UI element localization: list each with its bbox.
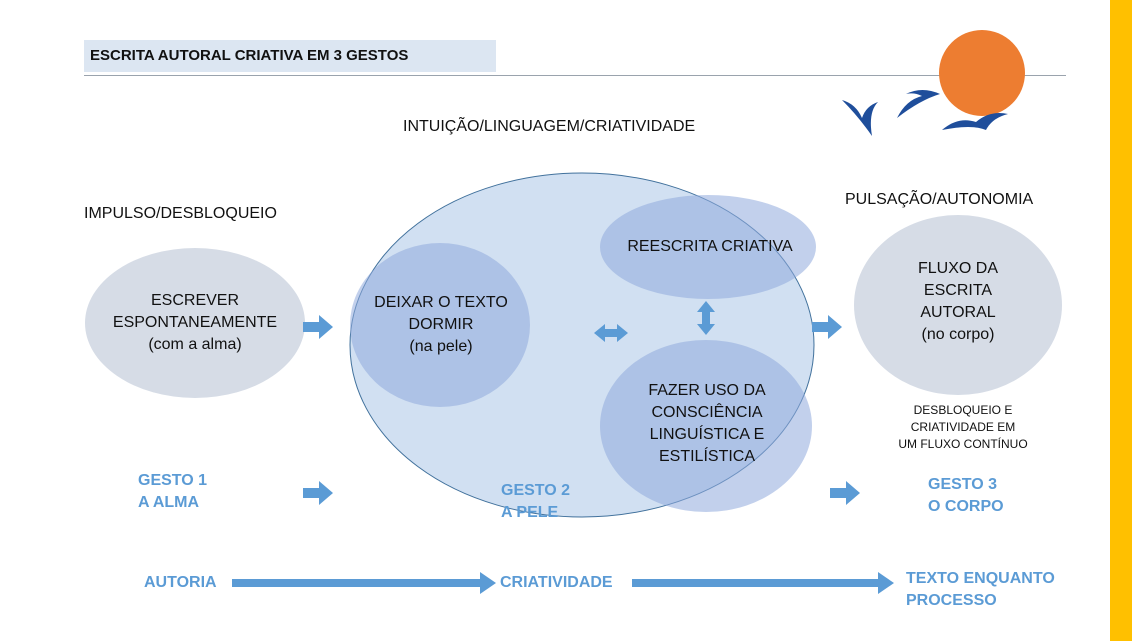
fazer-line: CONSCIÊNCIA xyxy=(651,404,763,421)
deixar-line: (na pele) xyxy=(409,338,473,355)
fluxo-text: FLUXO DA ESCRITA AUTORAL (no corpo) xyxy=(880,258,1036,346)
arrow-right-icon xyxy=(830,481,860,505)
gesto-line: A PELE xyxy=(501,504,559,521)
bird-icon xyxy=(897,90,940,118)
fluxo-line: (no corpo) xyxy=(921,326,995,343)
gesto-line: GESTO 2 xyxy=(501,482,571,499)
escrever-text: ESCREVER ESPONTANEAMENTE (com a alma) xyxy=(95,290,295,356)
escrever-circle xyxy=(85,248,305,398)
vertical-double-arrow-icon xyxy=(697,301,715,335)
deixar-text: DEIXAR O TEXTO DORMIR (na pele) xyxy=(356,292,526,358)
fazer-line: ESTILÍSTICA xyxy=(658,448,756,465)
fluxo-line: ESCRITA xyxy=(923,282,993,299)
gesto-2-label: GESTO 2 A PELE xyxy=(501,480,570,524)
label-impulso: IMPULSO/DESBLOQUEIO xyxy=(84,205,277,222)
bird-icon xyxy=(942,113,1008,130)
gesto-line: O CORPO xyxy=(928,498,1004,515)
escrever-line: (com a alma) xyxy=(148,336,242,353)
note-line: UM FLUXO CONTÍNUO xyxy=(898,437,1028,451)
arrow-right-icon xyxy=(812,315,842,339)
title-divider xyxy=(84,75,1066,76)
label-intuicao: INTUIÇÃO/LINGUAGEM/CRIATIVIDADE xyxy=(403,118,696,135)
bottom-texto: TEXTO ENQUANTO PROCESSO xyxy=(906,568,1055,612)
deixar-circle xyxy=(350,243,530,407)
escrever-line: ESCREVER xyxy=(150,292,240,309)
gesto-1-label: GESTO 1 A ALMA xyxy=(138,470,207,514)
gesto-3-label: GESTO 3 O CORPO xyxy=(928,474,1004,518)
bottom-texto-line: TEXTO ENQUANTO xyxy=(906,570,1055,587)
fluxo-note: DESBLOQUEIO E CRIATIVIDADE EM UM FLUXO C… xyxy=(888,402,1038,453)
gesto-line: A ALMA xyxy=(138,494,200,511)
fluxo-line: AUTORAL xyxy=(920,304,996,321)
gesto-line: GESTO 1 xyxy=(138,472,208,489)
arrow-right-icon xyxy=(303,481,333,505)
deixar-line: DORMIR xyxy=(408,316,474,333)
long-arrow-icon xyxy=(232,572,496,594)
label-pulsacao: PULSAÇÃO/AUTONOMIA xyxy=(845,191,1034,208)
fazer-text: FAZER USO DA CONSCIÊNCIA LINGUÍSTICA E E… xyxy=(612,380,802,468)
bottom-texto-line: PROCESSO xyxy=(906,592,997,609)
note-line: CRIATIVIDADE EM xyxy=(910,420,1016,434)
fazer-circle xyxy=(600,340,812,512)
fluxo-line: FLUXO DA xyxy=(917,260,998,277)
fluxo-circle xyxy=(854,215,1062,395)
fazer-line: FAZER USO DA xyxy=(648,382,766,399)
reescrita-text: REESCRITA CRIATIVA xyxy=(627,238,793,255)
deixar-line: DEIXAR O TEXTO xyxy=(374,294,508,311)
arrow-right-icon xyxy=(303,315,333,339)
side-accent-bar xyxy=(1110,0,1132,641)
reescrita-circle xyxy=(600,195,816,299)
fazer-line: LINGUÍSTICA E xyxy=(649,426,765,443)
note-line: DESBLOQUEIO E xyxy=(913,403,1013,417)
bottom-autoria: AUTORIA xyxy=(144,574,217,591)
double-arrow-icon xyxy=(594,324,628,342)
escrever-line: ESPONTANEAMENTE xyxy=(112,314,278,331)
long-arrow-icon xyxy=(632,572,894,594)
sun-icon xyxy=(939,30,1025,116)
gesto-line: GESTO 3 xyxy=(928,476,998,493)
page-title: ESCRITA AUTORAL CRIATIVA EM 3 GESTOS xyxy=(84,40,496,72)
bird-icon xyxy=(842,100,878,136)
bottom-criatividade: CRIATIVIDADE xyxy=(500,574,613,591)
